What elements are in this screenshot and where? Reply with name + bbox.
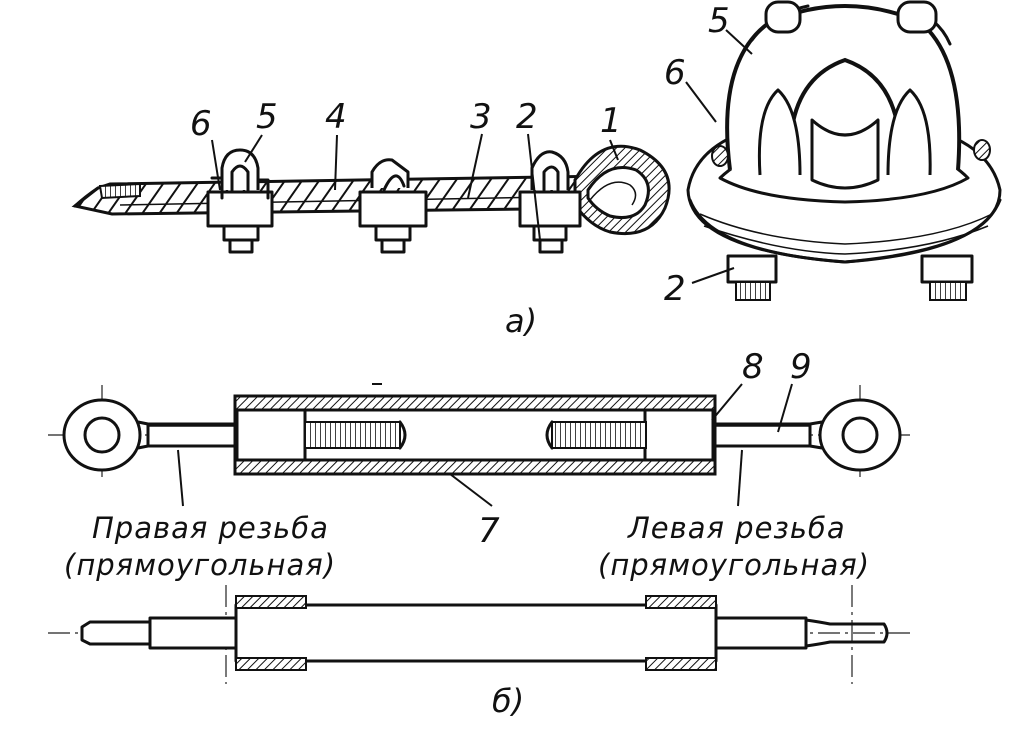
left-eye-bolt <box>62 398 238 472</box>
figure-b-turnbuckle-section: 8 9 7 Правая резьба (прямоугольная) Лева… <box>48 347 910 582</box>
caption-a: а) <box>505 302 537 340</box>
detail-label-5: 5 <box>708 1 730 41</box>
label-3: 3 <box>470 97 492 137</box>
leader-lines-a <box>211 133 619 241</box>
right-thread-label: Правая резьба <box>92 511 329 545</box>
label-5: 5 <box>256 97 278 137</box>
turnbuckle-body <box>233 383 717 476</box>
rope-clamp-middle <box>358 158 428 254</box>
label-8: 8 <box>742 347 764 387</box>
rope-clamp-right <box>518 150 582 254</box>
left-thread-label: Левая резьба <box>627 511 846 545</box>
label-4: 4 <box>325 97 347 137</box>
caption-b: б) <box>492 682 524 720</box>
clamp-detail-view: 5 6 2 <box>664 0 1002 309</box>
label-7: 7 <box>478 511 500 551</box>
figure-a-rope-assembly: 6 5 4 3 2 1 <box>71 97 671 254</box>
figure-b-turnbuckle-side <box>48 585 910 684</box>
label-6: 6 <box>190 104 212 144</box>
thimble-eye <box>573 144 671 236</box>
label-2: 2 <box>516 97 538 137</box>
rope-clamp-left <box>206 148 274 254</box>
detail-label-2: 2 <box>664 269 686 309</box>
label-1: 1 <box>600 101 622 141</box>
label-9: 9 <box>790 347 812 387</box>
right-thread-type: (прямоугольная) <box>64 548 336 582</box>
left-thread-type: (прямоугольная) <box>598 548 870 582</box>
right-eye-bolt <box>713 398 902 472</box>
detail-label-6: 6 <box>664 53 686 93</box>
